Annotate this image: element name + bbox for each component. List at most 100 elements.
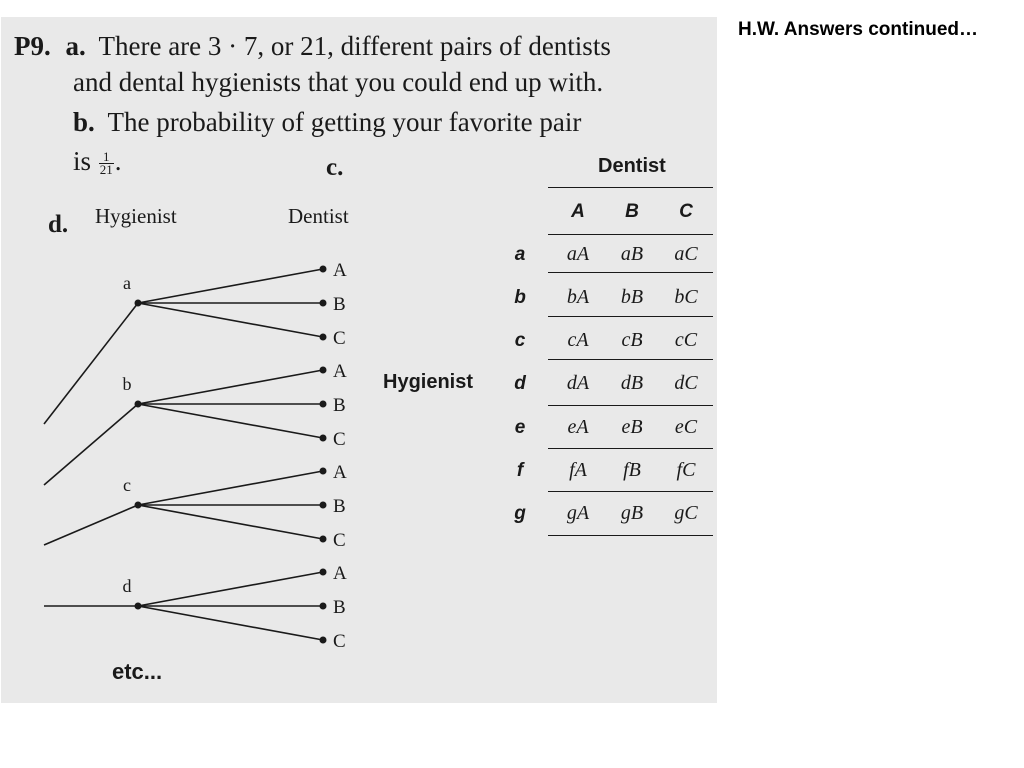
- dentist-leaf-node-a-A: [319, 265, 327, 273]
- tree-header-hygienist: Hygienist: [95, 204, 177, 228]
- table-row-header-e: e: [514, 417, 526, 438]
- fraction-denominator: 21: [99, 162, 113, 178]
- part-a-letter: a.: [65, 31, 86, 61]
- problem-line-b1: b. The probability of getting your favor…: [73, 107, 581, 137]
- dentist-leaf-node-d-C: [319, 636, 327, 644]
- part-c-letter: c.: [326, 154, 344, 181]
- table-col-group-label: Dentist: [598, 155, 666, 177]
- dentist-leaf-label-a-B: B: [333, 294, 346, 315]
- table-col-header-A: A: [571, 201, 585, 222]
- table-row-group-label: Hygienist: [383, 371, 474, 393]
- dentist-leaf-label-b-B: B: [333, 395, 346, 416]
- table-rule-row-d: [548, 405, 713, 406]
- dentist-leaf-node-a-C: [319, 333, 327, 341]
- problem-line-b2: is 1 21 .: [73, 146, 122, 178]
- problem-number: P9.: [14, 31, 51, 61]
- table-cell-fC: fC: [676, 459, 696, 481]
- dentist-leaf-node-b-A: [319, 366, 327, 374]
- table-rule-row-a: [548, 272, 713, 273]
- root-branch-c: [43, 504, 139, 546]
- table-cell-gA: gA: [566, 502, 590, 524]
- table-col-header-B: B: [625, 201, 639, 222]
- table-row-header-a: a: [514, 244, 526, 265]
- table-cell-dC: dC: [674, 372, 698, 394]
- dentist-leaf-label-d-B: B: [333, 597, 346, 618]
- dentist-branch-d-C: [137, 605, 324, 641]
- table-cell-fA: fA: [569, 459, 587, 481]
- table-rule-top: [548, 187, 713, 188]
- fraction-numerator: 1: [98, 150, 114, 165]
- table-rule-row-g: [548, 535, 713, 536]
- table-cell-eA: eA: [567, 416, 589, 438]
- dentist-branch-d-A: [137, 571, 324, 607]
- table-rule-row-e: [548, 448, 713, 449]
- dentist-branch-a-C: [137, 302, 324, 338]
- dentist-leaf-node-b-B: [319, 400, 327, 408]
- hygienist-node-label-a: a: [123, 273, 131, 293]
- table-cell-bB: bB: [620, 286, 644, 308]
- table-cell-aB: aB: [620, 243, 644, 265]
- table-cell-gB: gB: [620, 502, 644, 524]
- table-cell-eB: eB: [621, 416, 643, 438]
- slide-heading: H.W. Answers continued…: [738, 19, 978, 40]
- dentist-leaf-node-d-B: [319, 602, 327, 610]
- table-row-header-f: f: [516, 460, 524, 481]
- table-cell-aC: aC: [674, 243, 698, 265]
- table-cell-dA: dA: [566, 372, 590, 394]
- root-branch-a: [43, 302, 139, 425]
- tree-etc-label: etc...: [112, 659, 163, 684]
- dentist-leaf-label-c-B: B: [333, 496, 346, 517]
- table-row-header-g: g: [514, 503, 526, 524]
- part-b-letter: b.: [73, 107, 95, 137]
- hygienist-node-label-d: d: [123, 576, 132, 596]
- table-rule-row-b: [548, 316, 713, 317]
- part-a-text-line1: There are 3 · 7, or 21, different pairs …: [98, 31, 611, 61]
- part-b-text-line1: The probability of getting your favorite…: [107, 107, 582, 137]
- textbook-excerpt-panel: [1, 17, 717, 703]
- dentist-branch-a-A: [137, 268, 324, 304]
- table-row-header-d: d: [514, 373, 526, 394]
- dentist-leaf-node-c-C: [319, 535, 327, 543]
- table-cell-eC: eC: [674, 416, 698, 438]
- dentist-branch-b-A: [137, 369, 324, 405]
- dentist-leaf-label-c-C: C: [333, 530, 346, 551]
- dentist-leaf-label-a-A: A: [333, 260, 347, 281]
- dentist-leaf-label-c-A: A: [333, 462, 347, 483]
- hygienist-node-label-c: c: [123, 475, 131, 495]
- table-cell-bA: bA: [566, 286, 590, 308]
- table-col-header-C: C: [679, 201, 693, 222]
- dentist-leaf-label-b-A: A: [333, 361, 347, 382]
- dentist-leaf-node-d-A: [319, 568, 327, 576]
- dentist-leaf-label-a-C: C: [333, 328, 346, 349]
- dentist-leaf-label-d-C: C: [333, 631, 346, 652]
- dentist-branch-b-C: [137, 403, 324, 439]
- root-branch-b: [43, 403, 139, 486]
- table-cell-gC: gC: [674, 502, 698, 524]
- probability-fraction: 1 21: [98, 150, 114, 178]
- table-cell-dB: dB: [620, 372, 644, 394]
- dentist-leaf-label-b-C: C: [333, 429, 346, 450]
- table-cell-cA: cA: [567, 329, 589, 351]
- dentist-leaf-node-a-B: [319, 299, 327, 307]
- part-a-text-line2: and dental hygienists that you could end…: [73, 67, 604, 97]
- dentist-leaf-node-b-C: [319, 434, 327, 442]
- table-cell-fB: fB: [623, 459, 641, 481]
- table-row-header-b: b: [514, 287, 526, 308]
- dentist-leaf-node-c-A: [319, 467, 327, 475]
- table-cell-cC: cC: [674, 329, 698, 351]
- problem-line-a1: P9. a. There are 3 · 7, or 21, different…: [14, 31, 611, 61]
- dentist-leaf-node-c-B: [319, 501, 327, 509]
- table-rule-header: [548, 234, 713, 235]
- table-rule-row-c: [548, 359, 713, 360]
- table-rule-row-f: [548, 491, 713, 492]
- hygienist-node-label-b: b: [123, 374, 132, 394]
- table-cell-cB: cB: [621, 329, 643, 351]
- dentist-branch-c-C: [137, 504, 324, 540]
- part-d-letter: d.: [48, 211, 69, 238]
- table-cell-bC: bC: [674, 286, 698, 308]
- dentist-leaf-label-d-A: A: [333, 563, 347, 584]
- tree-header-dentist: Dentist: [288, 204, 349, 228]
- part-b-is: is: [73, 146, 92, 176]
- table-row-header-c: c: [514, 330, 526, 351]
